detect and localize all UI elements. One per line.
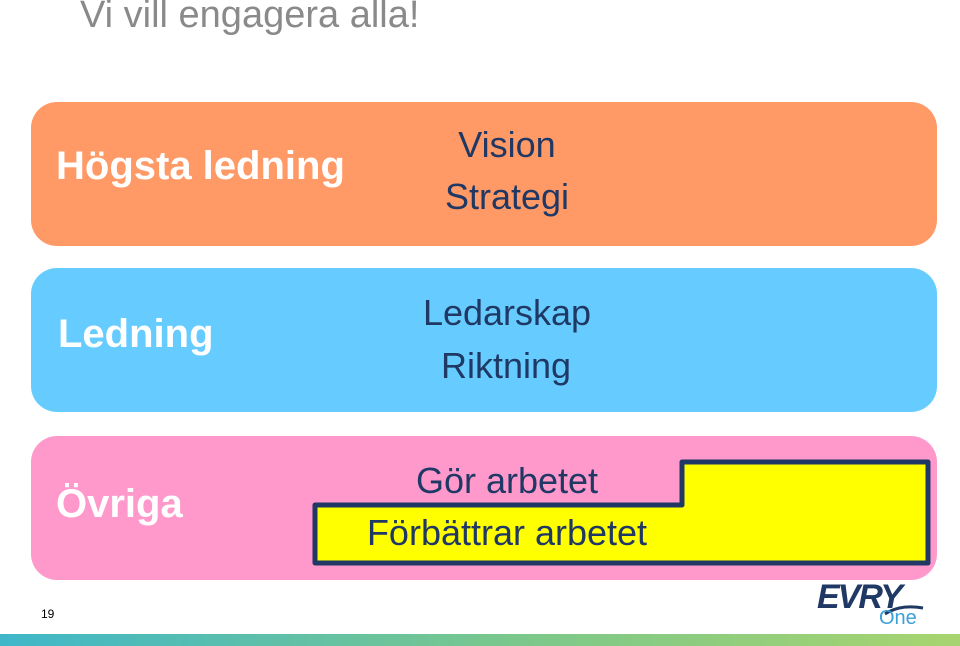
band-top-line-2: Strategi [444, 176, 570, 217]
band-bot-line-1: Gör arbetet [415, 460, 599, 501]
band-top-line-1: Vision [458, 124, 556, 165]
band-bot-label: Övriga [56, 482, 183, 526]
band-bot-line-2: Förbättrar arbetet [366, 512, 648, 553]
slide-title: Vi vill engagera alla! [80, 0, 420, 36]
band-top-label: Högsta ledning [56, 144, 345, 188]
footer-gradient-bar [0, 634, 960, 646]
band-management [31, 268, 937, 412]
band-mid-line-2: Riktning [440, 345, 572, 386]
page-number: 19 [41, 607, 55, 621]
evry-one-logo: EVRY One [817, 578, 924, 628]
svg-text:One: One [879, 607, 917, 628]
band-mid-label: Ledning [58, 312, 214, 356]
band-top-management [31, 102, 937, 246]
band-mid-line-1: Ledarskap [422, 292, 592, 333]
